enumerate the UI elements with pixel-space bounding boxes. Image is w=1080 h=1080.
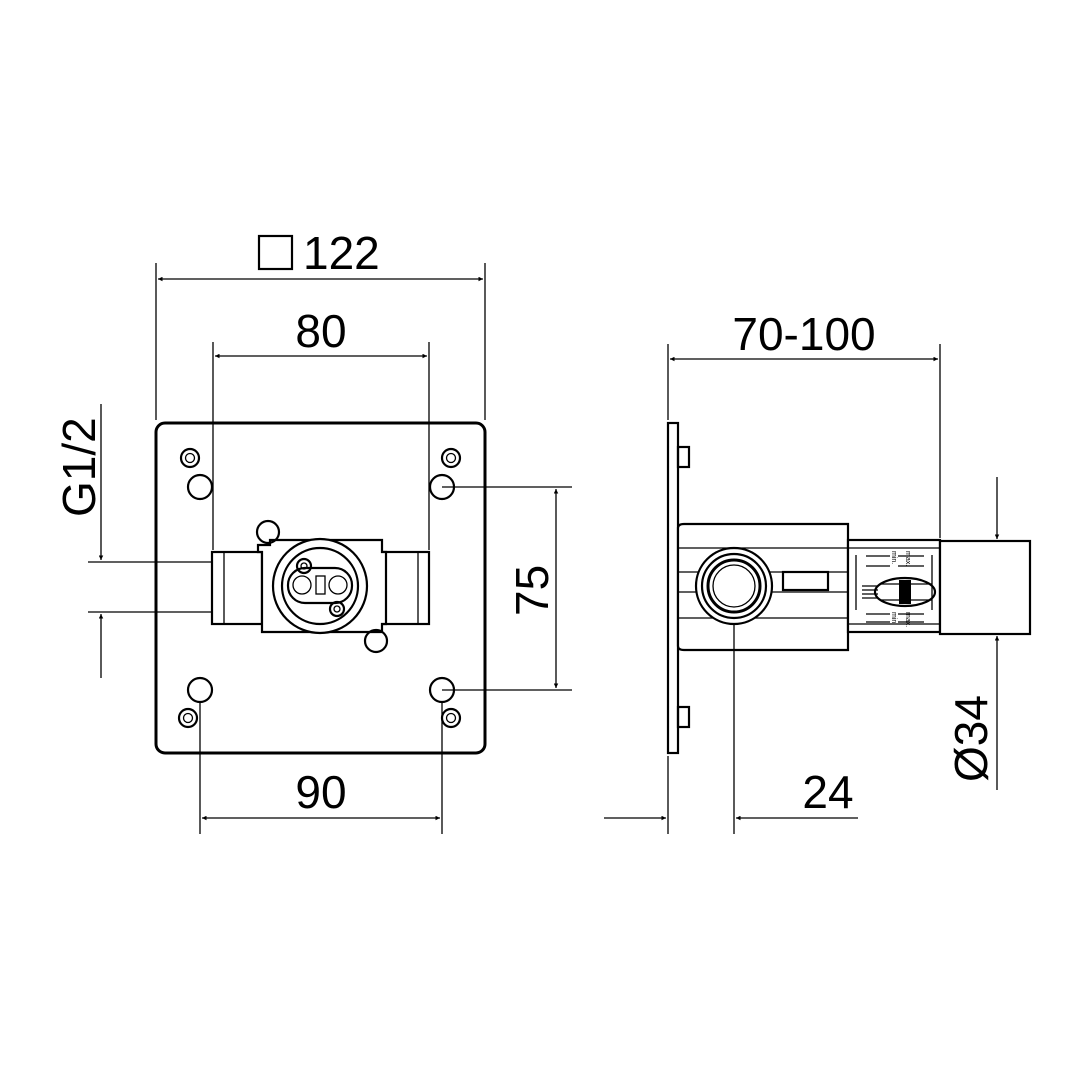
scale-min-bottom: min. <box>890 612 897 625</box>
dim-vertical-spacing: 75 <box>442 486 572 691</box>
dim-diameter: Ø34 <box>945 477 1000 790</box>
pipe-stub-right <box>378 550 431 626</box>
mounting-plate <box>154 421 487 755</box>
pipe-stub-left <box>210 550 264 626</box>
dim-diameter-label: Ø34 <box>945 695 997 782</box>
dim-inner-width-label: 80 <box>295 305 346 357</box>
screw-bottom-right <box>440 707 462 729</box>
scale-max-bottom: max. <box>904 612 911 627</box>
dim-vertical-spacing-label: 75 <box>506 565 558 616</box>
dim-g-thread: G1/2 <box>53 404 212 678</box>
dim-inner-width: 80 <box>212 305 430 550</box>
side-sleeve <box>938 539 1032 636</box>
dim-offset: 24 <box>604 624 858 834</box>
screw-top-left <box>179 447 201 469</box>
mounting-hole-bottom-left <box>186 676 214 704</box>
dim-bottom-spacing: 90 <box>199 702 443 834</box>
dim-g-thread-label: G1/2 <box>53 417 105 517</box>
dim-plate-width: 122 <box>155 227 486 420</box>
square-symbol <box>257 234 294 271</box>
dim-plate-square-label: 122 <box>303 227 380 279</box>
screw-bottom-left <box>177 707 199 729</box>
scale-min-top: min. <box>890 551 897 564</box>
scale-max-top: max. <box>904 551 911 566</box>
front-view <box>154 421 487 755</box>
screw-top-right <box>440 447 462 469</box>
side-plate <box>666 421 680 755</box>
mounting-hole-top-left <box>186 473 214 501</box>
dim-depth-range-label: 70-100 <box>732 308 875 360</box>
dim-offset-label: 24 <box>802 766 853 818</box>
dim-depth-range: 70-100 <box>667 308 941 538</box>
dim-bottom-spacing-label: 90 <box>295 766 346 818</box>
side-view: min. max. min. max. <box>666 421 1032 755</box>
cartridge-slot <box>286 566 354 605</box>
